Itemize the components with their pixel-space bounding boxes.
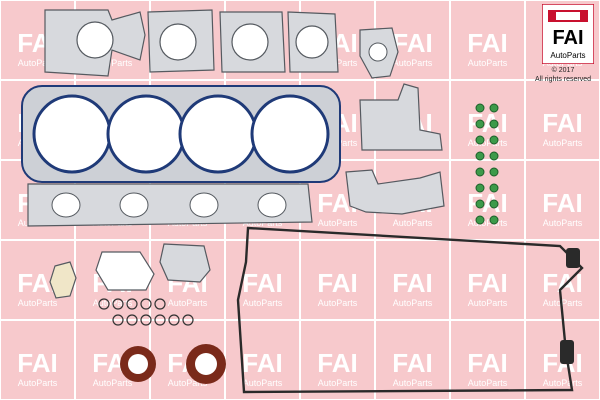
watermark-tile [301, 321, 374, 399]
watermark-sub: AutoParts [468, 58, 508, 68]
intake-manifold-gasket [27, 183, 313, 227]
watermark-tile [451, 161, 524, 239]
watermark-brand: FAI [467, 348, 507, 378]
watermark-brand: FAI [542, 108, 582, 138]
watermark-brand: FAI [467, 188, 507, 218]
watermark-brand: FAI [317, 348, 357, 378]
egr-gasket [359, 27, 399, 79]
watermark-brand: FAI [242, 348, 282, 378]
copyright-rights: All rights reserved [534, 76, 592, 83]
watermark-sub: AutoParts [543, 378, 583, 388]
watermark-tile [226, 321, 299, 399]
watermark-tile [376, 321, 449, 399]
watermark-brand: FAI [392, 28, 432, 58]
watermark-sub: AutoParts [243, 298, 283, 308]
watermark-sub: AutoParts [468, 378, 508, 388]
watermark-brand: FAI [392, 268, 432, 298]
watermark-brand: FAI [467, 108, 507, 138]
watermark-sub: AutoParts [318, 378, 358, 388]
watermark-brand: FAI [542, 188, 582, 218]
watermark-sub: AutoParts [543, 218, 583, 228]
watermark-brand: FAI [392, 348, 432, 378]
logo-sub: AutoParts [550, 51, 585, 60]
watermark-sub: AutoParts [468, 138, 508, 148]
fai-logo-graphic: FAI AutoParts [541, 3, 595, 65]
watermark-sub: AutoParts [18, 298, 58, 308]
watermark-sub: AutoParts [168, 298, 208, 308]
watermark-brand: FAI [467, 28, 507, 58]
watermark-sub: AutoParts [18, 378, 58, 388]
watermark-sub: AutoParts [18, 58, 58, 68]
cylinder-head-gasket [21, 85, 341, 183]
valve-cover-gasket [236, 226, 584, 394]
watermark-brand: FAI [17, 348, 57, 378]
watermark-sub: AutoParts [468, 218, 508, 228]
watermark-sub: AutoParts [468, 298, 508, 308]
watermark-brand: FAI [317, 268, 357, 298]
small-gaskets [49, 243, 211, 299]
watermark-sub: AutoParts [393, 218, 433, 228]
watermark-sub: AutoParts [243, 378, 283, 388]
watermark-tile [451, 1, 524, 79]
watermark-tile [451, 241, 524, 319]
watermark-sub: AutoParts [318, 298, 358, 308]
exhaust-manifold-gasket [44, 9, 339, 77]
watermark-brand: FAI [467, 268, 507, 298]
watermark-sub: AutoParts [393, 378, 433, 388]
o-rings [98, 298, 194, 326]
logo-text: FAI [552, 27, 583, 49]
watermark-tile [1, 321, 74, 399]
watermark-brand: FAI [242, 268, 282, 298]
watermark-tile [526, 161, 599, 239]
watermark-tile [451, 321, 524, 399]
watermark-sub: AutoParts [543, 298, 583, 308]
watermark-sub: AutoParts [168, 378, 208, 388]
watermark-sub: AutoParts [543, 138, 583, 148]
watermark-sub: AutoParts [93, 58, 133, 68]
watermark-sub: AutoParts [93, 378, 133, 388]
watermark-tile [376, 241, 449, 319]
watermark-sub: AutoParts [318, 218, 358, 228]
shaft-seals [120, 344, 226, 384]
watermark-tile [526, 81, 599, 159]
watermark-sub: AutoParts [393, 298, 433, 308]
copyright-year: © 2017 [551, 67, 575, 74]
watermark-tile [301, 241, 374, 319]
fai-logo: FAI AutoParts [541, 3, 595, 65]
valve-stem-seals [475, 103, 499, 225]
watermark-tile [451, 81, 524, 159]
thermostat-gasket [345, 83, 445, 215]
watermark-sub: AutoParts [393, 58, 433, 68]
copyright: © 2017 All rights reserved [530, 66, 596, 84]
